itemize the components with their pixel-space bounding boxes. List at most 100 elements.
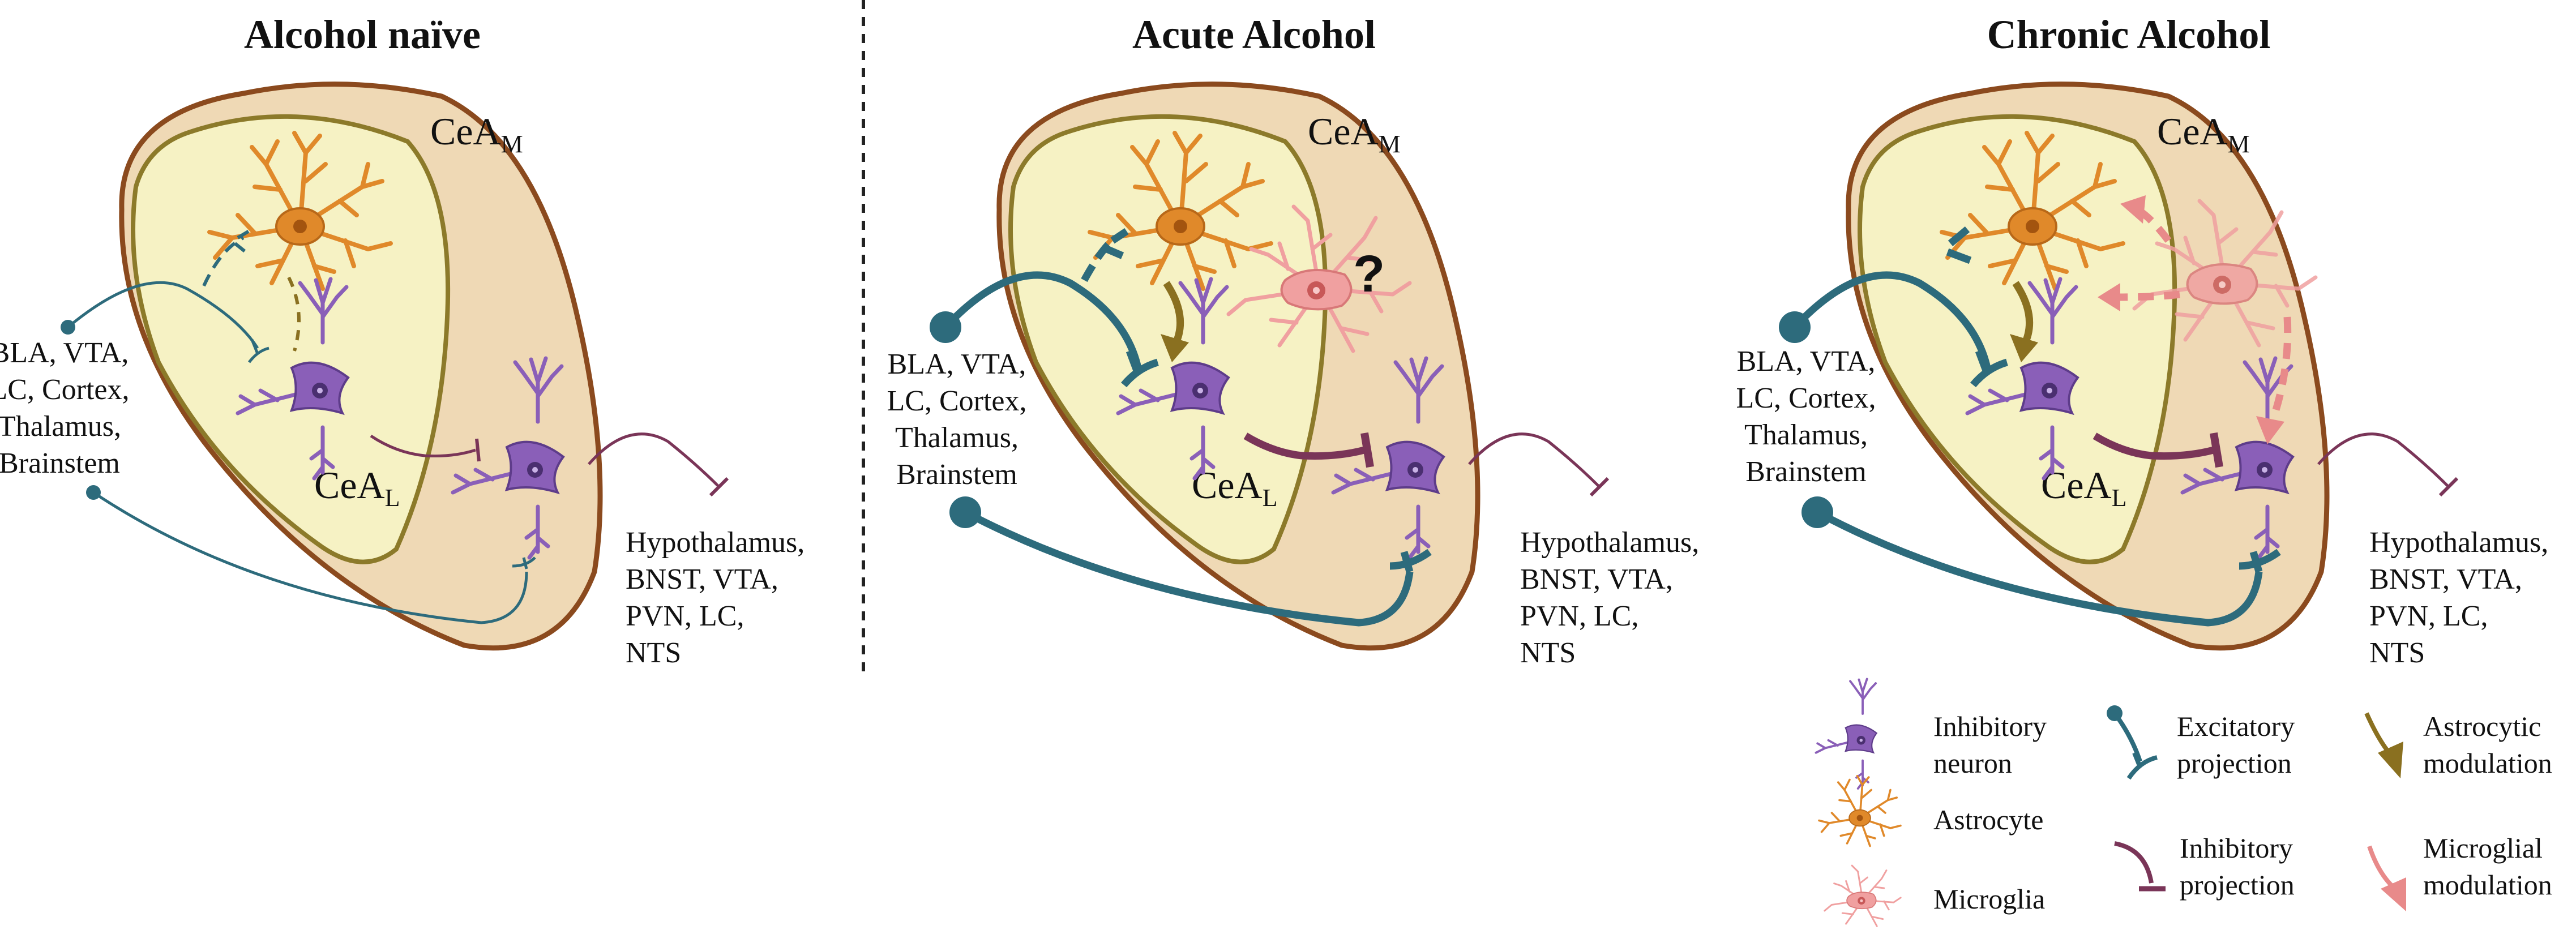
inhibitory-terminal xyxy=(475,438,481,462)
excitatory-terminal xyxy=(1389,549,1432,573)
inhibitory-projection-legend-icon xyxy=(2114,841,2154,884)
astrocytic-modulation-dashed xyxy=(287,276,301,352)
input-regions-line: Brainstem xyxy=(1745,456,1867,488)
astrocytic-modulation-legend-icon xyxy=(2378,742,2403,778)
panel-chronic-alcohol: Chronic Alcohol CeAM CeAL BLA, VTA, LC, … xyxy=(1736,12,2549,669)
panel-title: Alcohol naïve xyxy=(244,12,481,57)
output-regions-label: Hypothalamus, BNST, VTA, PVN, LC, NTS xyxy=(1520,526,1699,669)
output-regions-line: PVN, LC, xyxy=(1520,600,1638,632)
excitatory-projection-origin xyxy=(1779,311,1811,343)
input-regions-line: LC, Cortex, xyxy=(887,385,1027,417)
question-mark: ? xyxy=(1353,245,1385,303)
output-regions-line: Hypothalamus, xyxy=(1520,526,1699,559)
excitatory-projection-legend-icon xyxy=(2112,712,2158,780)
input-regions-line: Thalamus, xyxy=(895,422,1019,454)
inhibitory-terminal xyxy=(2438,477,2459,497)
inhibitory-neuron-legend-icon xyxy=(1815,678,1878,790)
inhibitory-terminal xyxy=(2210,432,2223,468)
microglial-modulation-arrowhead xyxy=(2256,416,2284,444)
legend-astrocyte: Astrocyte xyxy=(1933,804,2043,836)
excitatory-terminal xyxy=(512,556,536,569)
legend-microglia: Microglia xyxy=(1933,883,2045,915)
excitatory-projection xyxy=(92,491,528,624)
astrocytic-modulation-arrow xyxy=(1163,281,1184,347)
excitatory-projection-origin xyxy=(1802,496,1833,528)
astrocytic-modulation-legend-icon xyxy=(2364,712,2391,755)
input-regions-line: BLA, VTA, xyxy=(1737,345,1876,378)
inhibitory-terminal xyxy=(709,477,729,497)
inhibitory-terminal xyxy=(1589,477,1610,497)
cea-m-label: CeAM xyxy=(430,110,523,158)
input-regions-line: Thalamus, xyxy=(0,410,121,443)
cea-m-label: CeAM xyxy=(1308,110,1401,158)
excitatory-projection-dashed xyxy=(1081,226,1132,282)
input-regions-line: BLA, VTA, xyxy=(0,337,129,369)
excitatory-terminal-detached xyxy=(1946,226,1972,264)
microglial-modulation-legend-icon xyxy=(2381,877,2406,911)
panel-title: Acute Alcohol xyxy=(1132,12,1376,57)
output-regions-line: Hypothalamus, xyxy=(626,526,805,559)
inhibitory-projection xyxy=(1468,432,1601,488)
input-regions-line: BLA, VTA, xyxy=(888,348,1026,380)
excitatory-projection-origin xyxy=(86,485,101,500)
output-regions-label: Hypothalamus, BNST, VTA, PVN, LC, NTS xyxy=(2369,526,2548,669)
excitatory-projection xyxy=(1792,271,1991,369)
input-regions-line: Brainstem xyxy=(0,447,120,479)
input-regions-label: BLA, VTA, LC, Cortex, Thalamus, Brainste… xyxy=(887,348,1027,491)
cea-m-label: CeAM xyxy=(2157,110,2250,158)
panel-acute-alcohol: Acute Alcohol CeAM CeAL ? BLA, VTA, LC, … xyxy=(887,12,1700,669)
input-regions-line: Brainstem xyxy=(896,459,1017,491)
excitatory-projection-dashed xyxy=(202,228,253,287)
output-regions-line: PVN, LC, xyxy=(626,600,744,632)
output-regions-line: NTS xyxy=(626,637,681,669)
microglial-modulation-arrow xyxy=(2117,290,2180,301)
input-regions-label: BLA, VTA, LC, Cortex, Thalamus, Brainste… xyxy=(1736,345,1876,488)
microglial-modulation-arrow xyxy=(2269,316,2292,421)
panel-title: Chronic Alcohol xyxy=(1987,12,2271,57)
excitatory-terminal xyxy=(248,339,269,363)
excitatory-projection xyxy=(943,271,1142,369)
input-regions-line: LC, Cortex, xyxy=(0,374,129,406)
inhibitory-projection xyxy=(370,434,476,458)
inhibitory-terminal xyxy=(1360,432,1374,468)
inhibitory-projection xyxy=(2093,432,2215,460)
output-regions-line: BNST, VTA, xyxy=(2369,563,2522,595)
cea-l-label: CeAL xyxy=(314,464,400,512)
output-regions-line: PVN, LC, xyxy=(2369,600,2488,632)
excitatory-terminal xyxy=(1121,349,1159,388)
inhibitory-projection xyxy=(588,432,720,488)
excitatory-projection-origin xyxy=(930,311,961,343)
excitatory-projection xyxy=(67,281,259,349)
output-regions-label: Hypothalamus, BNST, VTA, PVN, LC, NTS xyxy=(626,526,805,669)
input-regions-line: LC, Cortex, xyxy=(1736,382,1876,414)
astrocytic-modulation-arrowhead xyxy=(2010,334,2038,362)
astrocytic-modulation-arrowhead xyxy=(1161,334,1189,362)
excitatory-terminal xyxy=(1970,349,2008,388)
microglial-modulation-arrowhead xyxy=(2120,195,2146,224)
cea-l-region xyxy=(131,114,451,564)
excitatory-terminal xyxy=(2239,549,2281,573)
excitatory-projection-origin xyxy=(949,496,981,528)
output-regions-line: NTS xyxy=(2369,637,2425,669)
excitatory-projection xyxy=(1815,509,2263,627)
output-regions-line: BNST, VTA, xyxy=(626,563,778,595)
excitatory-projection-origin xyxy=(61,320,75,335)
microglial-modulation-arrowhead xyxy=(2098,283,2120,311)
output-regions-line: BNST, VTA, xyxy=(1520,563,1673,595)
input-regions-line: Thalamus, xyxy=(1744,419,1868,451)
inhibitory-projection xyxy=(2317,432,2450,488)
excitatory-projection xyxy=(963,509,1414,627)
panel-alcohol-naive: Alcohol naïve CeAM CeAL BLA, VTA, LC, Co… xyxy=(0,12,805,669)
input-regions-label: BLA, VTA, LC, Cortex, Thalamus, Brainste… xyxy=(0,337,129,479)
astrocytic-modulation-arrow xyxy=(2012,281,2034,347)
microglia-legend-icon xyxy=(1824,864,1902,927)
microglial-modulation-legend-icon xyxy=(2367,845,2394,888)
output-regions-line: Hypothalamus, xyxy=(2369,526,2548,559)
